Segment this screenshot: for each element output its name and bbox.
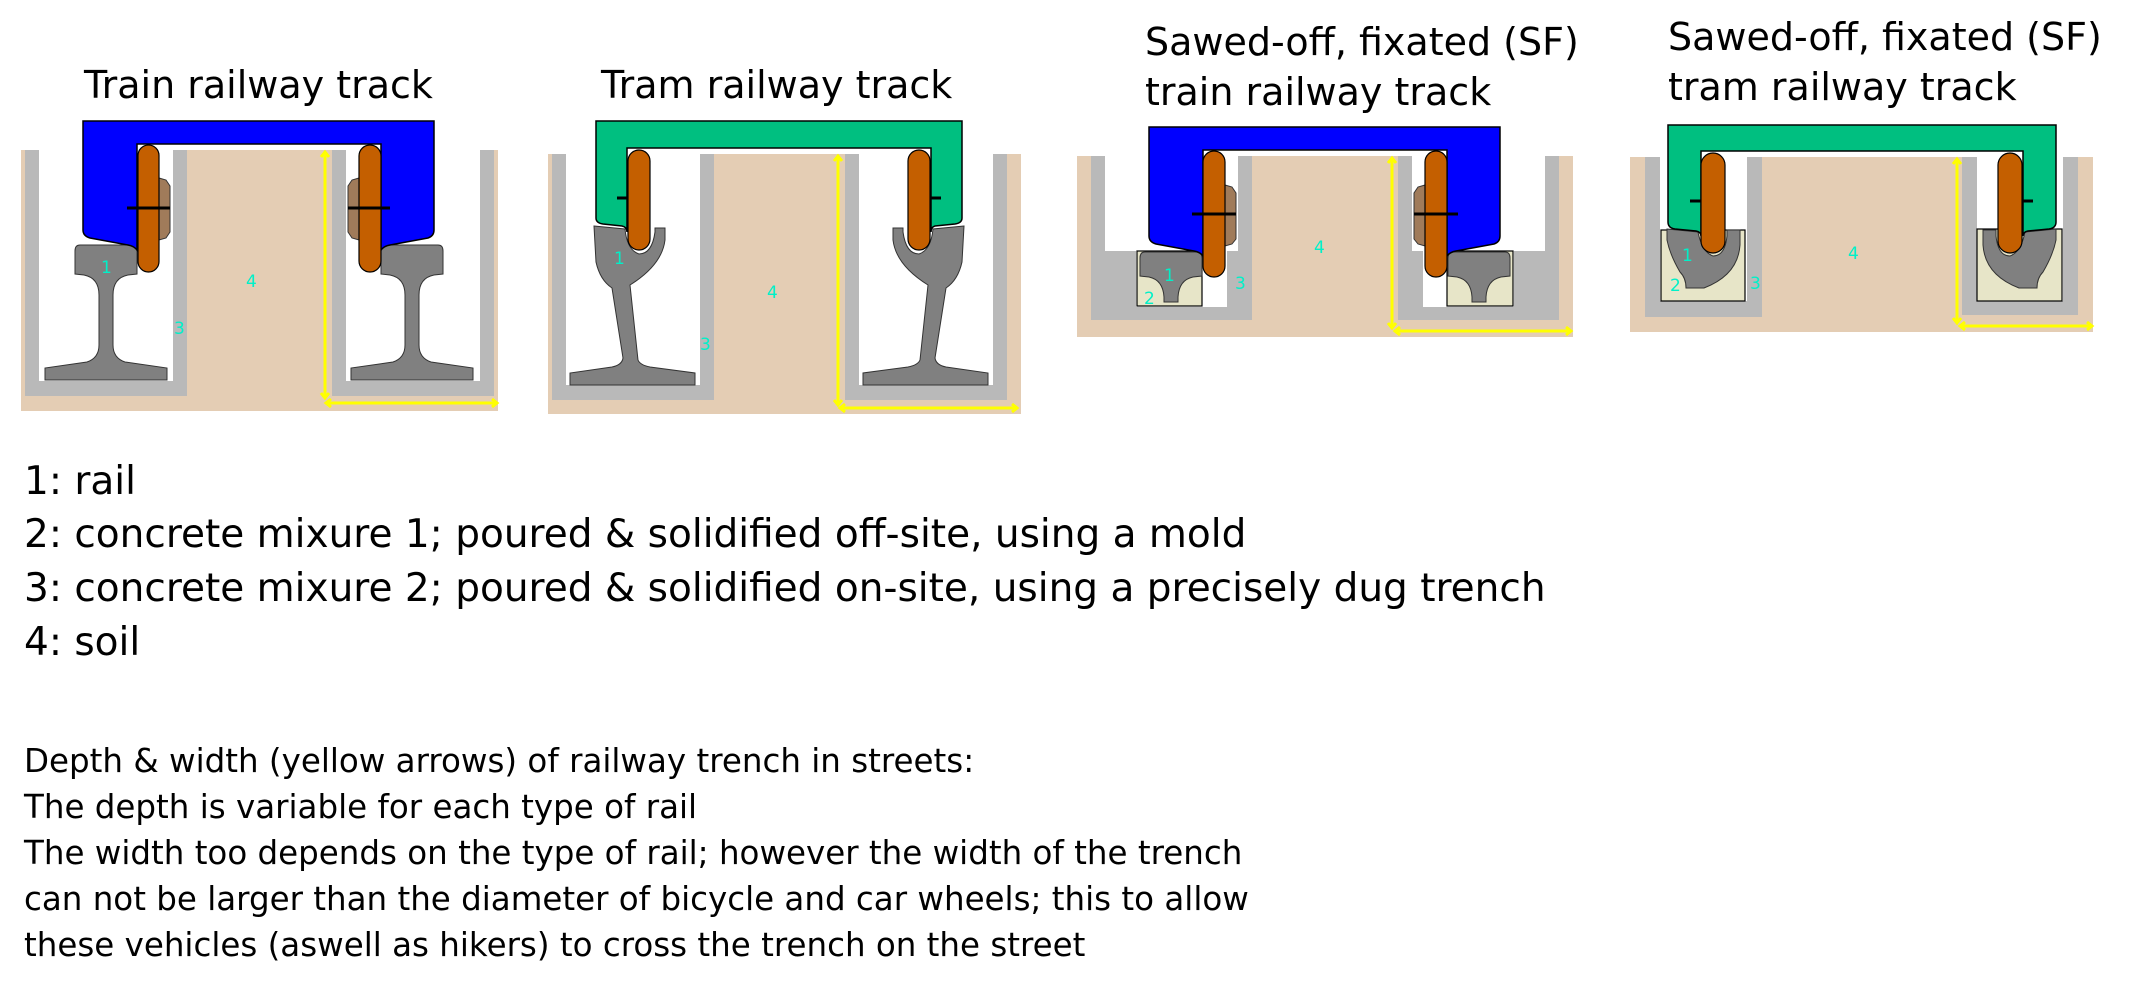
label-concrete2: 3 xyxy=(700,335,711,355)
width-arrow xyxy=(1392,325,1574,337)
note-line: these vehicles (aswell as hikers) to cro… xyxy=(24,926,1085,964)
train-bogie xyxy=(1148,126,1501,259)
width-arrow xyxy=(837,402,1020,414)
label-concrete1: 2 xyxy=(1144,289,1155,309)
label-soil: 4 xyxy=(1314,238,1325,258)
legend-item: 1: rail xyxy=(24,459,136,504)
wheel-right xyxy=(907,149,931,251)
legend-item: 4: soil xyxy=(24,620,140,665)
note-line: The depth is variable for each type of r… xyxy=(23,788,697,826)
diagram-title: Train railway track xyxy=(83,63,433,107)
depth-arrow xyxy=(1386,155,1398,331)
diagram-tram-track: Tram railway track 1 3 4 xyxy=(548,63,1021,414)
diagram-sf-tram-track: Sawed-off, fixated (SF) tram railway tra… xyxy=(1630,15,2102,332)
diagram-title-line2: tram railway track xyxy=(1668,65,2017,109)
label-soil: 4 xyxy=(767,283,778,303)
wheel-left xyxy=(627,149,651,251)
label-soil: 4 xyxy=(246,272,257,292)
label-concrete1: 2 xyxy=(1670,276,1681,296)
depth-arrow xyxy=(319,149,331,401)
label-concrete2: 3 xyxy=(1235,274,1246,294)
width-arrow xyxy=(323,397,500,409)
wheel-right xyxy=(1997,152,2023,254)
notes: Depth & width (yellow arrows) of railway… xyxy=(23,742,1249,964)
diagram-train-track: Train railway track 1 3 4 xyxy=(21,63,500,411)
label-soil: 4 xyxy=(1848,244,1859,264)
diagram-title-line1: Sawed-off, fixated (SF) xyxy=(1668,15,2102,59)
legend-item: 3: concrete mixure 2; poured & solidifie… xyxy=(24,566,1546,611)
note-line: can not be larger than the diameter of b… xyxy=(24,880,1249,918)
note-line: The width too depends on the type of rai… xyxy=(23,834,1242,872)
label-rail: 1 xyxy=(1164,266,1175,286)
note-line: Depth & width (yellow arrows) of railway… xyxy=(24,742,974,780)
depth-arrow xyxy=(1951,156,1963,326)
diagram-title-line2: train railway track xyxy=(1145,70,1491,114)
wheel-left xyxy=(1700,152,1726,254)
label-rail: 1 xyxy=(614,249,625,269)
label-rail: 1 xyxy=(1682,246,1693,266)
diagram-title-line1: Sawed-off, fixated (SF) xyxy=(1145,20,1579,64)
legend-item: 2: concrete mixure 1; poured & solidifie… xyxy=(24,512,1246,557)
diagram-title: Tram railway track xyxy=(600,63,952,107)
tram-bogie xyxy=(1667,124,2057,237)
width-arrow xyxy=(1957,320,2095,332)
diagram-sf-train-track: Sawed-off, fixated (SF) train railway tr… xyxy=(1077,20,1579,337)
label-concrete2: 3 xyxy=(1750,274,1761,294)
depth-arrow xyxy=(832,153,844,408)
tram-bogie xyxy=(595,120,963,233)
label-rail: 1 xyxy=(101,258,112,278)
train-bogie xyxy=(82,120,435,253)
label-concrete2: 3 xyxy=(174,319,185,339)
legend: 1: rail 2: concrete mixure 1; poured & s… xyxy=(24,459,1546,665)
